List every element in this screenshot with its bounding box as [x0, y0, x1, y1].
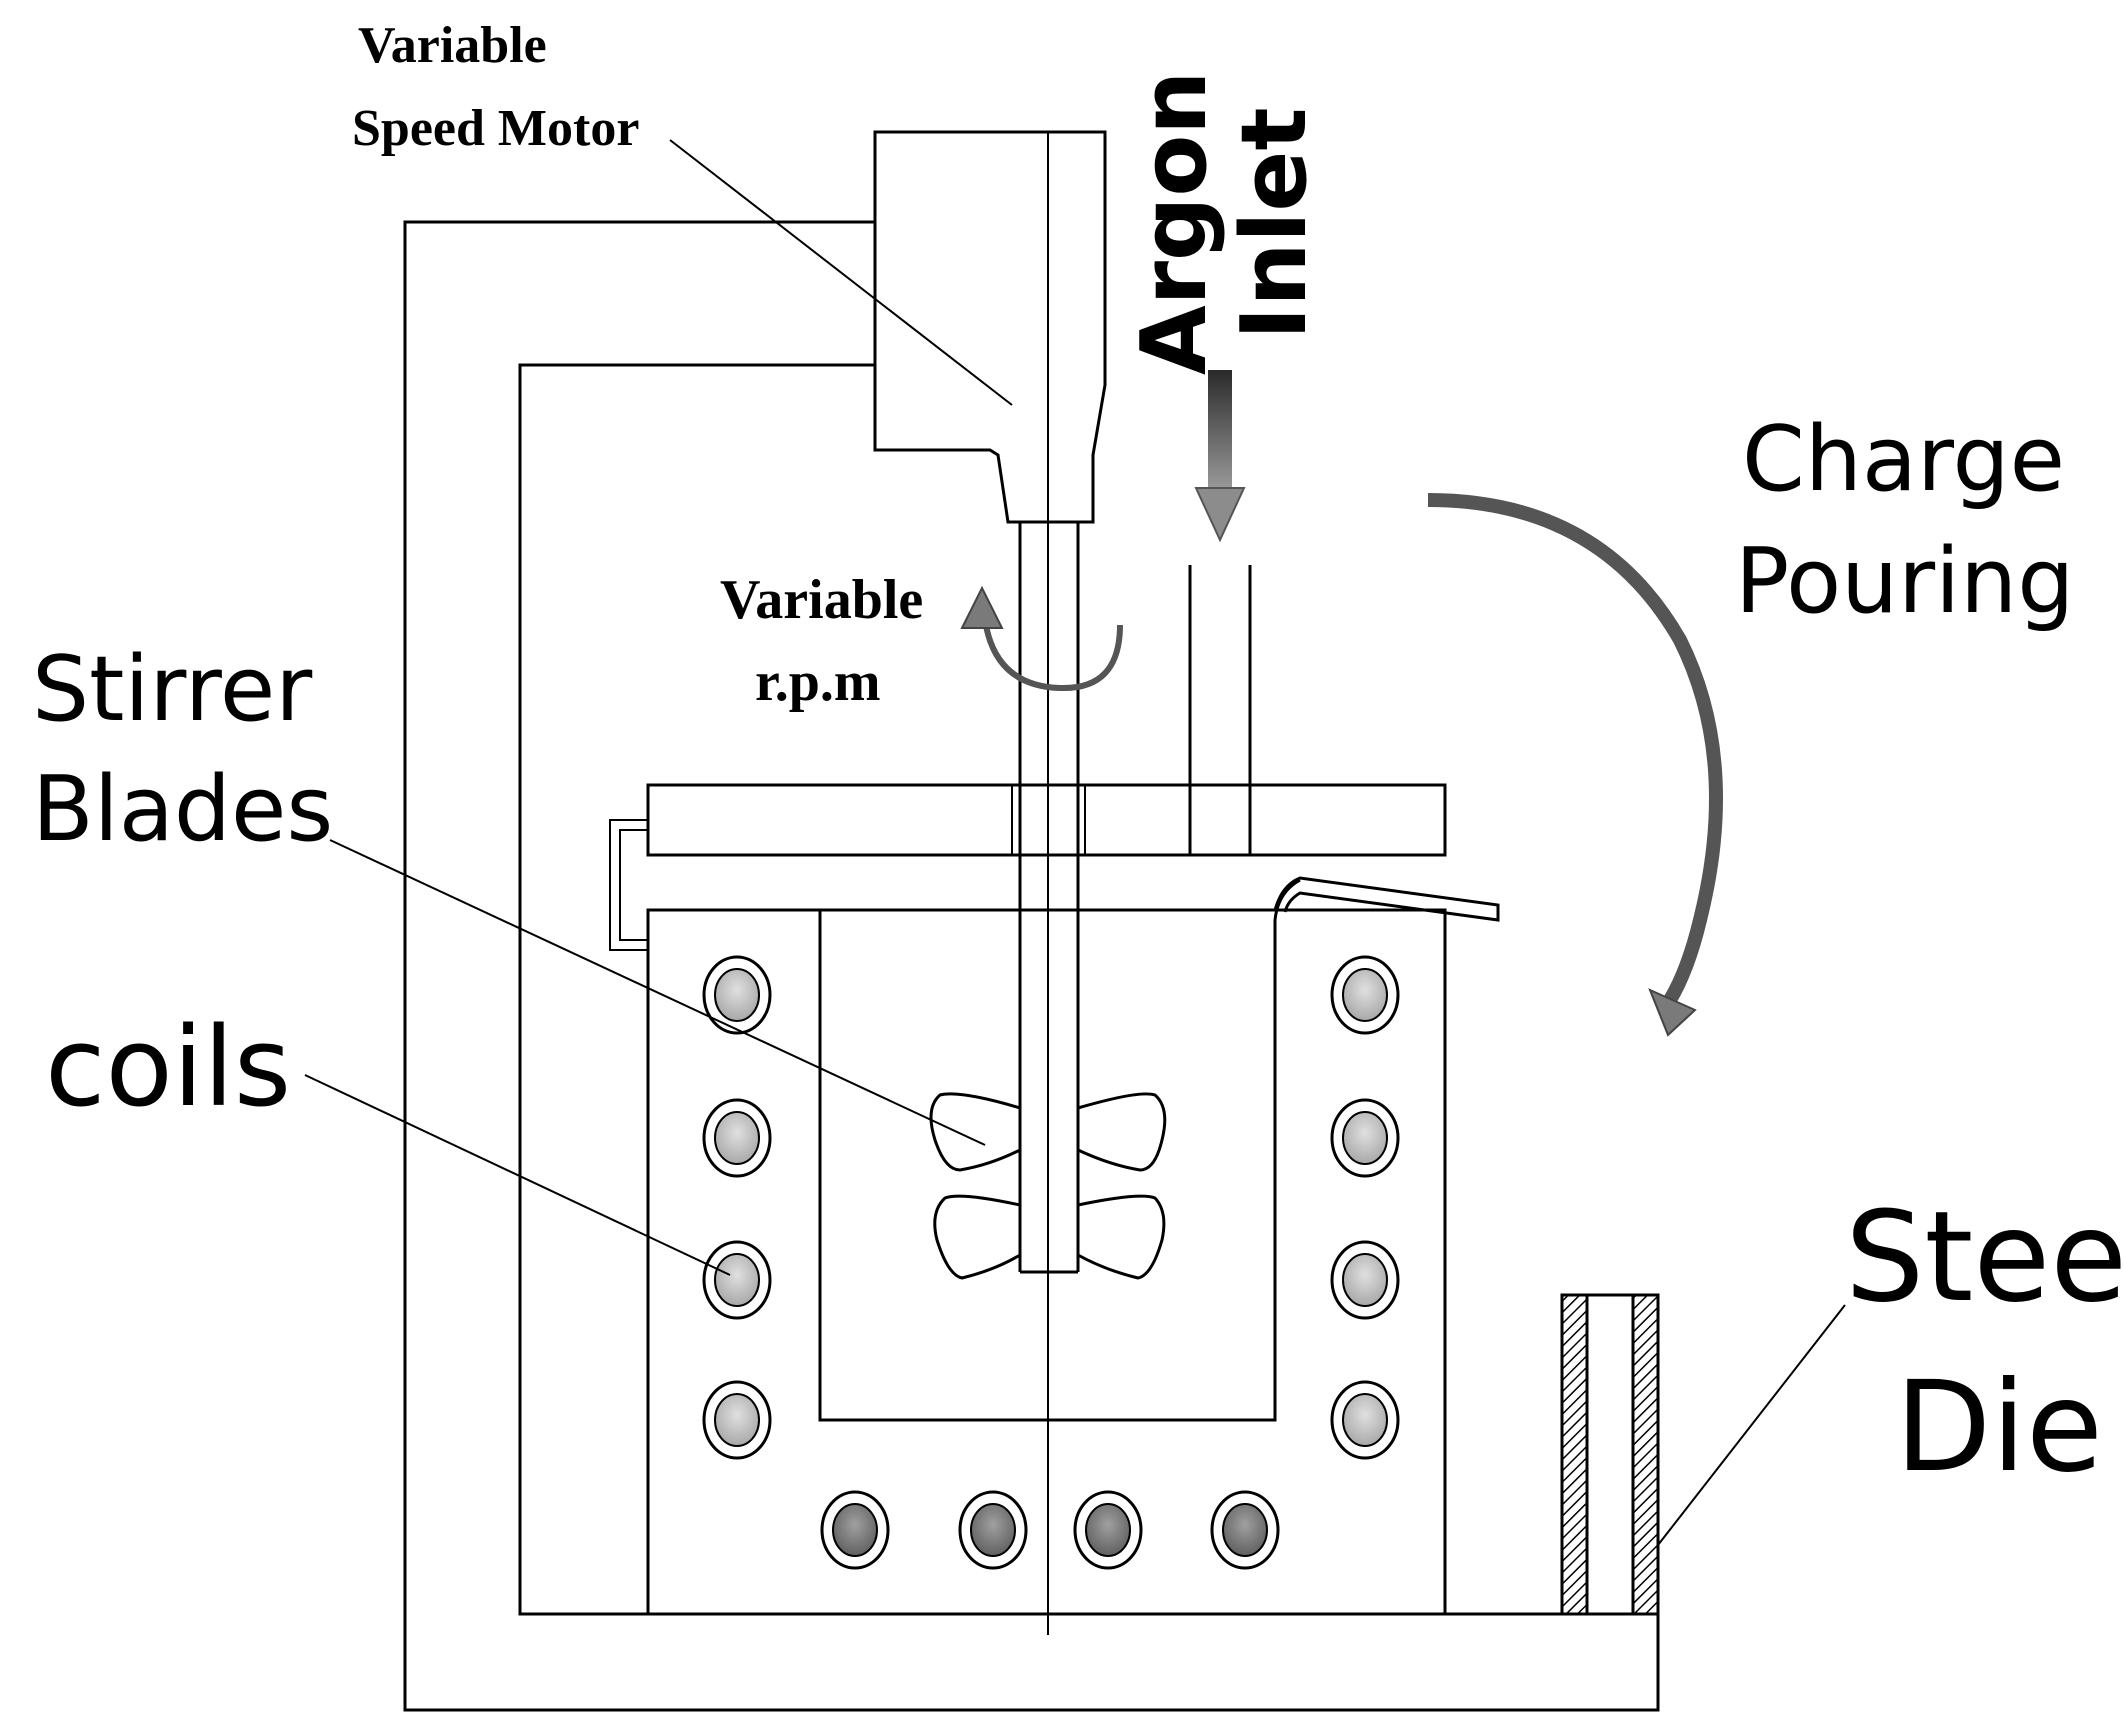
- die-label-line2: Die: [1895, 1355, 2103, 1500]
- stirrer-label-line1: Stirrer: [32, 637, 312, 742]
- argon-label-line1: Argon: [1122, 71, 1227, 375]
- coils-leader-line: [304, 1074, 731, 1276]
- stirrer-blade-upper-right: [1077, 1092, 1167, 1172]
- furnace-lid: [646, 783, 1447, 857]
- coil-right-3: [1330, 1240, 1400, 1320]
- pouring-spout: [1273, 876, 1500, 922]
- charge-label-line1: Charge: [1742, 407, 2065, 512]
- inner-support-frame: [518, 363, 1658, 1616]
- coils-label: coils: [45, 1003, 291, 1131]
- coil-right-1: [1330, 955, 1400, 1035]
- motor-label-line2: Speed Motor: [352, 100, 639, 157]
- stirrer-blade-lower-right: [1077, 1194, 1166, 1280]
- coil-left-1: [702, 955, 772, 1035]
- stirrer-blade-upper-left: [929, 1092, 1021, 1172]
- rpm-label-line2: r.p.m: [755, 651, 881, 713]
- charge-pouring-arrow-icon: [1427, 493, 1723, 1037]
- stirrer-leader-line: [329, 839, 986, 1146]
- coil-left-4: [702, 1380, 772, 1460]
- stirrer-label-line2: Blades: [32, 757, 333, 862]
- coil-bottom-1: [820, 1490, 890, 1570]
- lid-hinge-inner: [619, 829, 648, 941]
- outer-support-frame: [403, 220, 1660, 1712]
- steel-die-wall-right: [1631, 1293, 1660, 1616]
- die-leader-line: [1657, 1304, 1846, 1546]
- coil-bottom-2: [958, 1490, 1028, 1570]
- furnace-body: [646, 908, 1447, 1616]
- coil-right-2: [1330, 1098, 1400, 1178]
- motor-housing: [873, 130, 1107, 524]
- crucible: [818, 878, 1301, 1422]
- induction-coils: [702, 955, 1400, 1570]
- lid-hinge: [609, 819, 648, 951]
- die-label-line1: Steel: [1845, 1185, 2125, 1330]
- argon-label-line2: Inlet: [1222, 108, 1327, 340]
- steel-die: [1560, 1293, 1660, 1616]
- argon-flow-arrow-icon: [1194, 370, 1246, 543]
- coil-bottom-4: [1210, 1490, 1280, 1570]
- stirrer-blades: [929, 1092, 1167, 1280]
- coil-bottom-3: [1073, 1490, 1143, 1570]
- steel-die-wall-left: [1560, 1293, 1589, 1616]
- charge-label-line2: Pouring: [1735, 529, 2074, 634]
- coil-left-2: [702, 1098, 772, 1178]
- rotation-arrow-icon: [960, 585, 1123, 692]
- stirrer-blade-lower-left: [933, 1194, 1021, 1280]
- rpm-label-line1: Variable: [720, 569, 923, 631]
- motor-leader-line: [669, 139, 1013, 406]
- motor-label-line1: Variable: [358, 17, 547, 74]
- coil-right-4: [1330, 1380, 1400, 1460]
- coil-left-3: [702, 1240, 772, 1320]
